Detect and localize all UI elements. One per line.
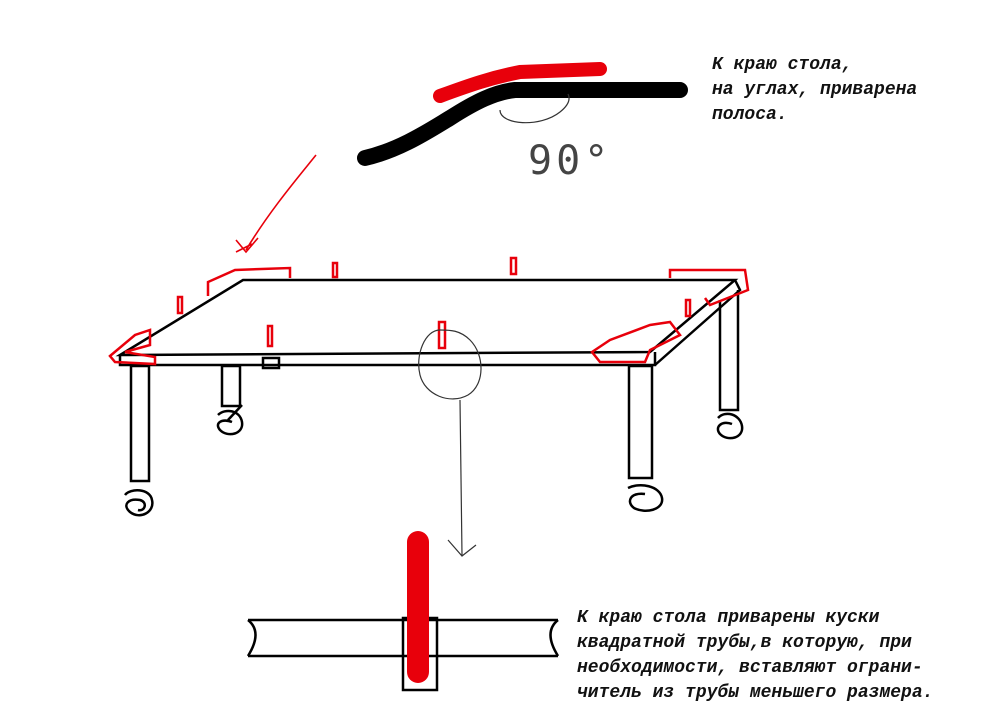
welded-strip-red: [433, 62, 607, 103]
note-line: К краю стола,: [712, 55, 853, 75]
note-bottom: К краю стола приварены куски квадратной т…: [577, 606, 933, 706]
detail-arrow: [447, 399, 477, 557]
tube-piece-front: [261, 356, 281, 370]
tabletop: [115, 278, 742, 367]
note-line: К краю стола приварены куски: [577, 608, 880, 628]
note-line: квадратной трубы,в которую, при: [577, 633, 912, 653]
caster-wheels: [123, 404, 744, 517]
angle-label: 90°: [528, 138, 613, 184]
note-line: на углах, приварена: [712, 80, 918, 100]
welded-parts-red: [108, 256, 750, 366]
note-top: К краю стола, на углах, приварена полоса.: [712, 53, 917, 128]
angle-arc: [499, 93, 570, 124]
detail-circle: [418, 329, 482, 400]
pointer-arrow-red: [235, 154, 317, 254]
corner-bar-black: [357, 82, 688, 166]
table-legs: [129, 290, 740, 483]
note-line: читель из трубы меньшего размера.: [577, 683, 934, 703]
note-line: полоса.: [712, 105, 788, 125]
note-line: необходимости, вставляют ограни-: [577, 658, 923, 678]
edge-tube-detail: [246, 616, 560, 692]
